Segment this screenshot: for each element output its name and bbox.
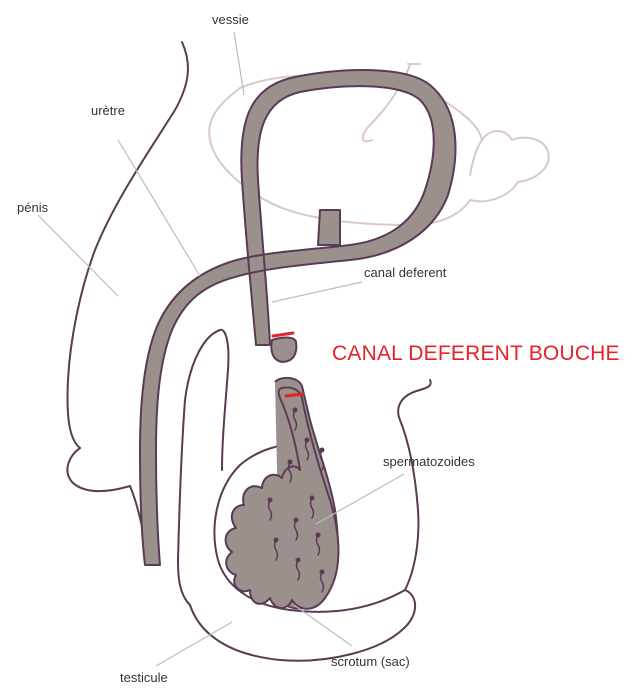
ligature-upper [273, 333, 293, 336]
label-scrotum: scrotum (sac) [331, 654, 410, 669]
leader-vessie [234, 32, 244, 95]
label-spermatozoides: spermatozoides [383, 454, 475, 469]
leader-uretre [118, 140, 200, 276]
label-testicule: testicule [120, 670, 168, 685]
label-penis: pénis [17, 200, 48, 215]
leader-canal-deferent [272, 282, 362, 302]
ligature-lower [286, 394, 303, 396]
leader-testicule [156, 622, 232, 666]
label-canal-deferent: canal deferent [364, 265, 446, 280]
diagram-title: CANAL DEFERENT BOUCHE [332, 342, 620, 366]
label-vessie: vessie [212, 12, 249, 27]
label-uretre: urètre [91, 103, 125, 118]
